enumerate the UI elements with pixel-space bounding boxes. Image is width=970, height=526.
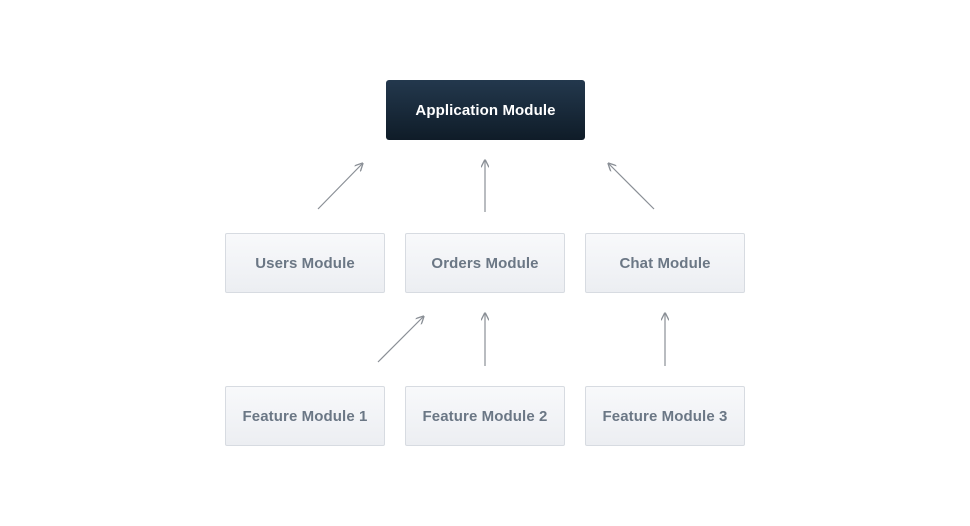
feature-module-3-node: Feature Module 3 <box>585 386 745 446</box>
chat-module-label: Chat Module <box>619 254 711 272</box>
users-module-node: Users Module <box>225 233 385 293</box>
application-module-node: Application Module <box>386 80 585 140</box>
chat-module-node: Chat Module <box>585 233 745 293</box>
feature-module-1-label: Feature Module 1 <box>242 407 368 425</box>
feature-module-3-label: Feature Module 3 <box>602 407 728 425</box>
arrow-chat-to-app <box>609 164 655 210</box>
feature-module-2-label: Feature Module 2 <box>422 407 548 425</box>
application-module-label: Application Module <box>415 101 556 119</box>
orders-module-node: Orders Module <box>405 233 565 293</box>
feature-module-1-node: Feature Module 1 <box>225 386 385 446</box>
arrow-users-to-app <box>317 164 362 210</box>
orders-module-label: Orders Module <box>431 254 539 272</box>
users-module-label: Users Module <box>255 254 355 272</box>
arrow-feature1-to-orders <box>377 317 423 363</box>
feature-module-2-node: Feature Module 2 <box>405 386 565 446</box>
